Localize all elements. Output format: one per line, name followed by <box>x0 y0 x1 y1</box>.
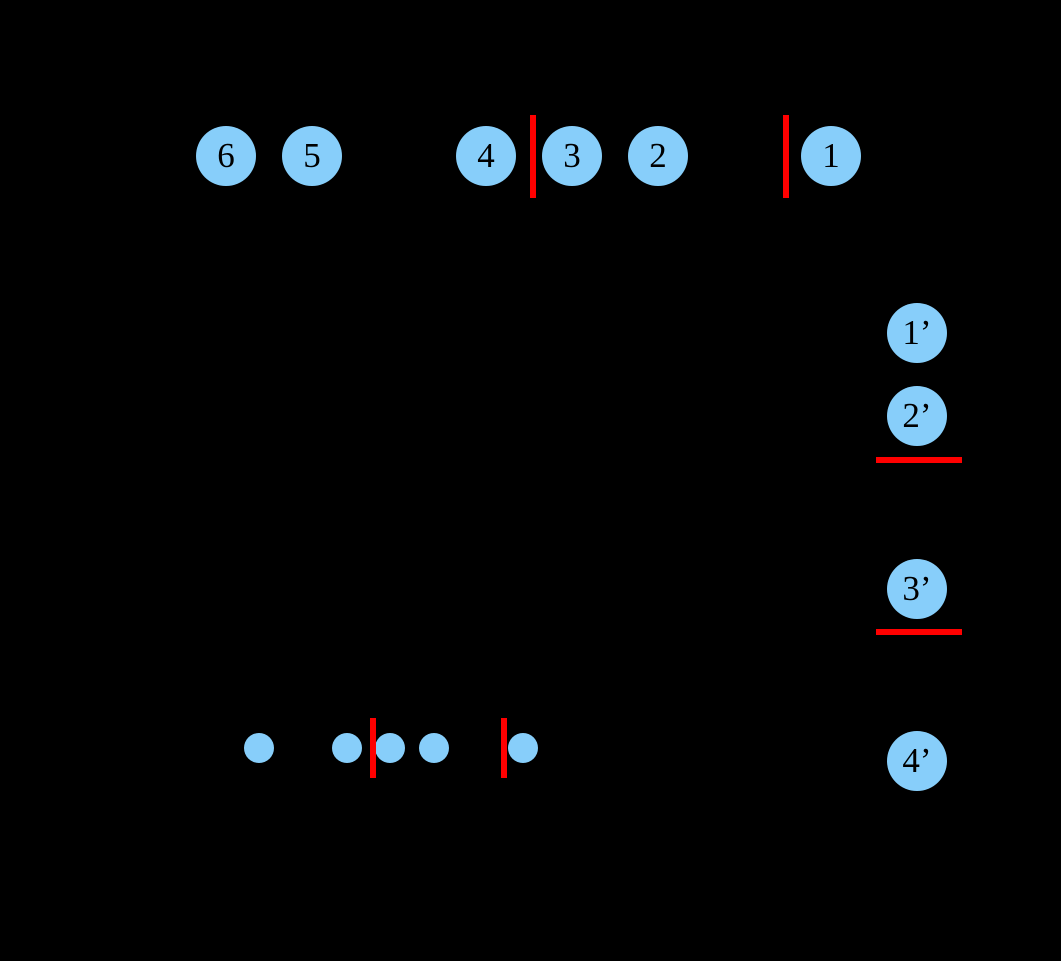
red-divider-vertical-1 <box>530 115 536 198</box>
node-label: 1’ <box>902 312 932 352</box>
node-2[interactable]: 2 <box>628 126 688 186</box>
red-divider-vertical-3 <box>370 718 376 778</box>
node-3[interactable]: 3 <box>542 126 602 186</box>
node-label: 4’ <box>902 740 932 780</box>
node-unlabeled-2[interactable] <box>332 733 362 763</box>
node-5[interactable]: 5 <box>282 126 342 186</box>
node-unlabeled-4[interactable] <box>419 733 449 763</box>
node-6[interactable]: 6 <box>196 126 256 186</box>
red-divider-horizontal-2 <box>876 629 962 635</box>
node-unlabeled-1[interactable] <box>244 733 274 763</box>
node-label: 1 <box>822 135 840 175</box>
node-1prime[interactable]: 1’ <box>887 303 947 363</box>
node-label: 2’ <box>902 395 932 435</box>
node-label: 5 <box>303 135 321 175</box>
node-label: 6 <box>217 135 235 175</box>
node-3prime[interactable]: 3’ <box>887 559 947 619</box>
node-label: 2 <box>649 135 667 175</box>
node-4[interactable]: 4 <box>456 126 516 186</box>
node-1[interactable]: 1 <box>801 126 861 186</box>
node-label: 3 <box>563 135 581 175</box>
node-label: 4 <box>477 135 495 175</box>
node-unlabeled-3[interactable] <box>375 733 405 763</box>
node-2prime[interactable]: 2’ <box>887 386 947 446</box>
node-4prime[interactable]: 4’ <box>887 731 947 791</box>
red-divider-horizontal-1 <box>876 457 962 463</box>
node-unlabeled-5[interactable] <box>508 733 538 763</box>
red-divider-vertical-4 <box>501 718 507 778</box>
red-divider-vertical-2 <box>783 115 789 198</box>
node-label: 3’ <box>902 568 932 608</box>
